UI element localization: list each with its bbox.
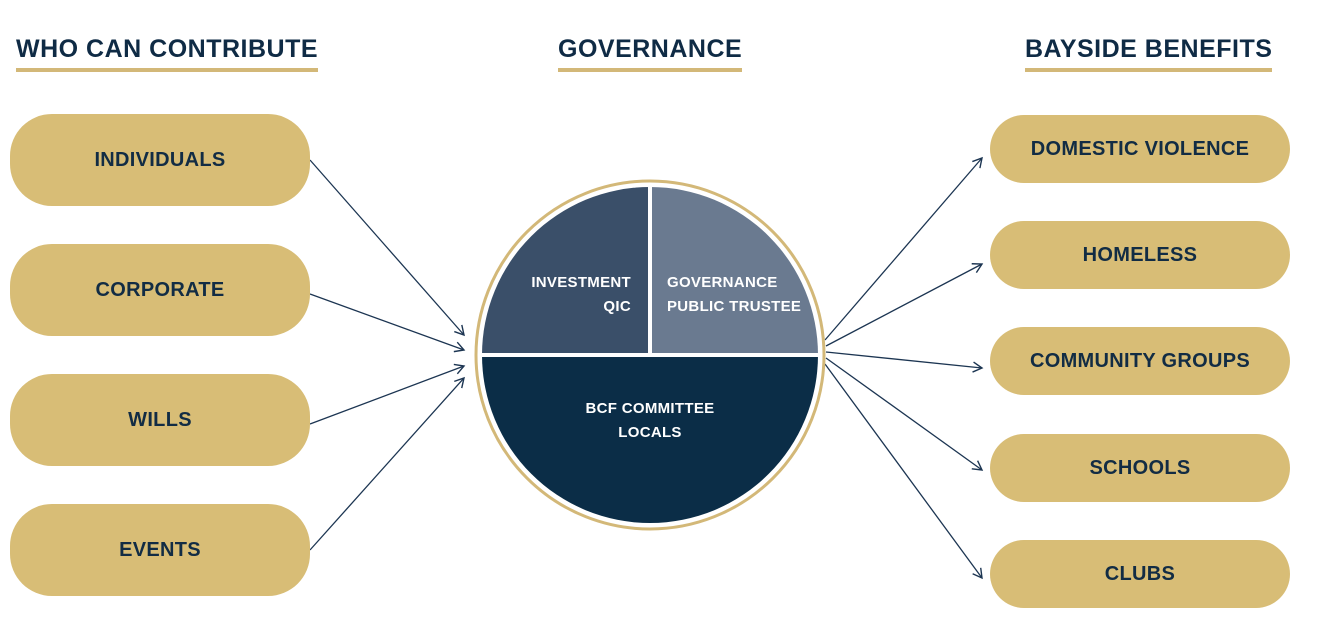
benefit-domestic-violence: DOMESTIC VIOLENCE (990, 115, 1290, 183)
benefit-community-groups: COMMUNITY GROUPS (990, 327, 1290, 395)
benefit-homeless: HOMELESS (990, 221, 1290, 289)
benefit-clubs: CLUBS (990, 540, 1290, 608)
arrow-clubs (824, 363, 983, 580)
investment-label-line2: QIC (603, 298, 631, 315)
committee-label-line2: LOCALS (618, 424, 681, 441)
arrow-domestic-violence (824, 156, 983, 341)
arrow-individuals (309, 159, 465, 337)
heading-who-can-contribute: WHO CAN CONTRIBUTE (16, 34, 319, 72)
arrow-schools (825, 357, 984, 471)
segment-investment (482, 187, 650, 355)
arrow-wills (309, 363, 466, 425)
investment-label-line1: INVESTMENT (531, 274, 631, 291)
contributor-wills: WILLS (10, 374, 310, 466)
public-trustee-label-line2: PUBLIC TRUSTEE (667, 298, 801, 315)
arrow-homeless (825, 263, 984, 347)
heading-bayside-benefits: BAYSIDE BENEFITS (1025, 34, 1273, 72)
arrow-events (309, 376, 465, 551)
benefit-schools: SCHOOLS (990, 434, 1290, 502)
public-trustee-label-line1: GOVERNANCE (667, 274, 778, 291)
committee-label-line1: BCF COMMITTEE (586, 400, 715, 417)
segment-public-trustee (650, 187, 818, 355)
contributor-individuals: INDIVIDUALS (10, 114, 310, 206)
heading-governance: GOVERNANCE (558, 34, 743, 72)
contributor-events: EVENTS (10, 504, 310, 596)
segment-bcf-committee (482, 355, 818, 523)
contributor-corporate: CORPORATE (10, 244, 310, 336)
arrow-community-groups (825, 351, 984, 373)
governance-circle: INVESTMENT QIC GOVERNANCE PUBLIC TRUSTEE… (474, 179, 826, 531)
arrow-corporate (309, 293, 466, 353)
